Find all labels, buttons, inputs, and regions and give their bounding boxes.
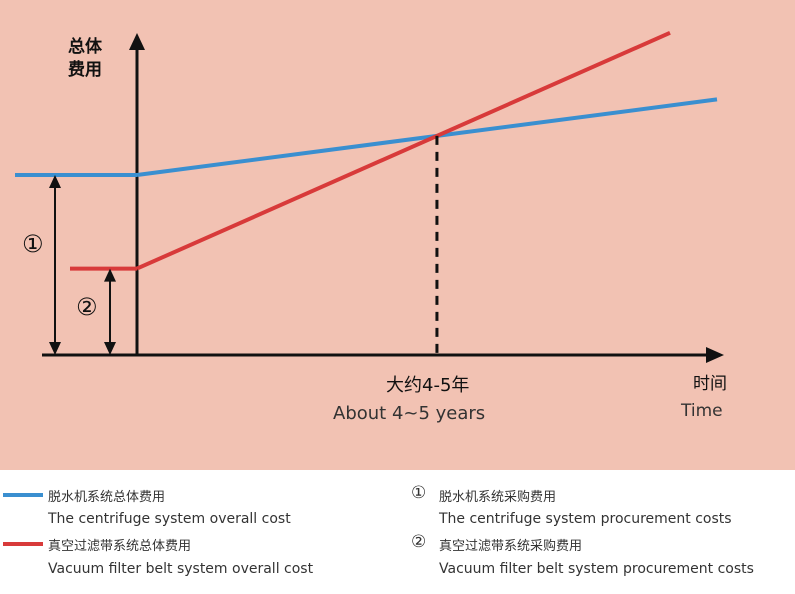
y-axis-label-line2: 费用 xyxy=(68,59,102,80)
procurement-arrow-2-head-top xyxy=(104,268,116,282)
legend: 脱水机系统总体费用 The centrifuge system overall … xyxy=(0,470,795,594)
legend-vacuum-en: Vacuum filter belt system overall cost xyxy=(48,561,314,577)
marker-1-label: ① xyxy=(22,230,44,258)
chart-background xyxy=(0,0,795,470)
breakeven-label-en: About 4~5 years xyxy=(333,403,485,424)
procurement-arrow-1-head-bottom xyxy=(49,342,61,355)
series-centrifuge-line xyxy=(136,97,718,177)
series-vacuum-line xyxy=(136,30,671,271)
chart: 总体 费用 时间 Time 大约4-5年 About 4~5 years ① ② xyxy=(0,0,795,470)
x-axis-label-en: Time xyxy=(680,401,723,421)
legend-note-2-zh: 真空过滤带系统采购费用 xyxy=(439,539,583,554)
chart-svg: 总体 费用 时间 Time 大约4-5年 About 4~5 years ① ② xyxy=(0,0,795,470)
marker-2-label: ② xyxy=(76,293,98,321)
procurement-arrow-2-head-bottom xyxy=(104,342,116,355)
legend-centrifuge-en: The centrifuge system overall cost xyxy=(48,511,291,527)
legend-note-2-en: Vacuum filter belt system procurement co… xyxy=(439,561,754,577)
x-axis-arrow xyxy=(706,347,724,363)
legend-note-2-number: ② xyxy=(411,532,427,552)
legend-note-1-en: The centrifuge system procurement costs xyxy=(439,511,732,527)
procurement-arrow-1-head-top xyxy=(49,175,61,188)
legend-line-centrifuge xyxy=(3,493,43,497)
legend-line-vacuum xyxy=(3,542,43,546)
legend-vacuum-zh: 真空过滤带系统总体费用 xyxy=(48,539,192,554)
legend-note-1-zh: 脱水机系统采购费用 xyxy=(439,490,557,505)
legend-note-1-number: ① xyxy=(411,483,427,503)
y-axis-label-line1: 总体 xyxy=(68,36,103,57)
y-axis-arrow xyxy=(129,33,145,50)
breakeven-label-zh: 大约4-5年 xyxy=(386,375,469,396)
legend-centrifuge-zh: 脱水机系统总体费用 xyxy=(48,490,166,505)
x-axis-label-zh: 时间 xyxy=(693,374,727,394)
